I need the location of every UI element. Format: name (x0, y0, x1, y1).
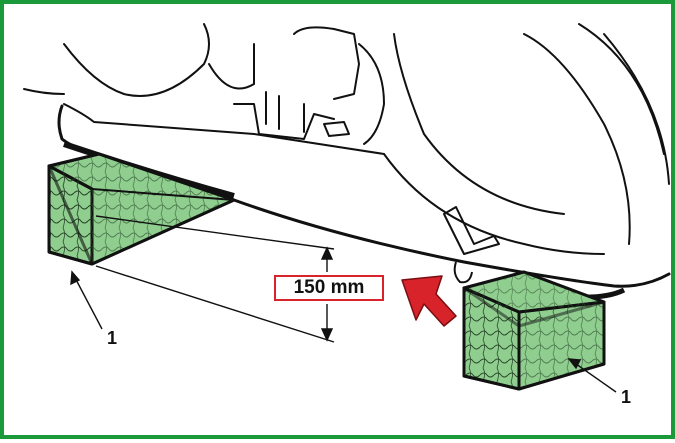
wood-block-right (462, 270, 606, 391)
jacking-point (443, 206, 500, 284)
dimension-lines (95, 215, 335, 343)
vehicle-on-blocks-illustration (23, 23, 671, 393)
callout-right: 1 (621, 387, 632, 407)
red-arrow-icon (401, 275, 457, 327)
vehicle-body-outline (23, 23, 670, 255)
callout-left: 1 (107, 328, 118, 348)
underbody-line (57, 104, 671, 288)
callout-leaders (70, 270, 617, 393)
dimension-label: 150 mm (274, 275, 384, 301)
wood-block-left (47, 152, 236, 266)
